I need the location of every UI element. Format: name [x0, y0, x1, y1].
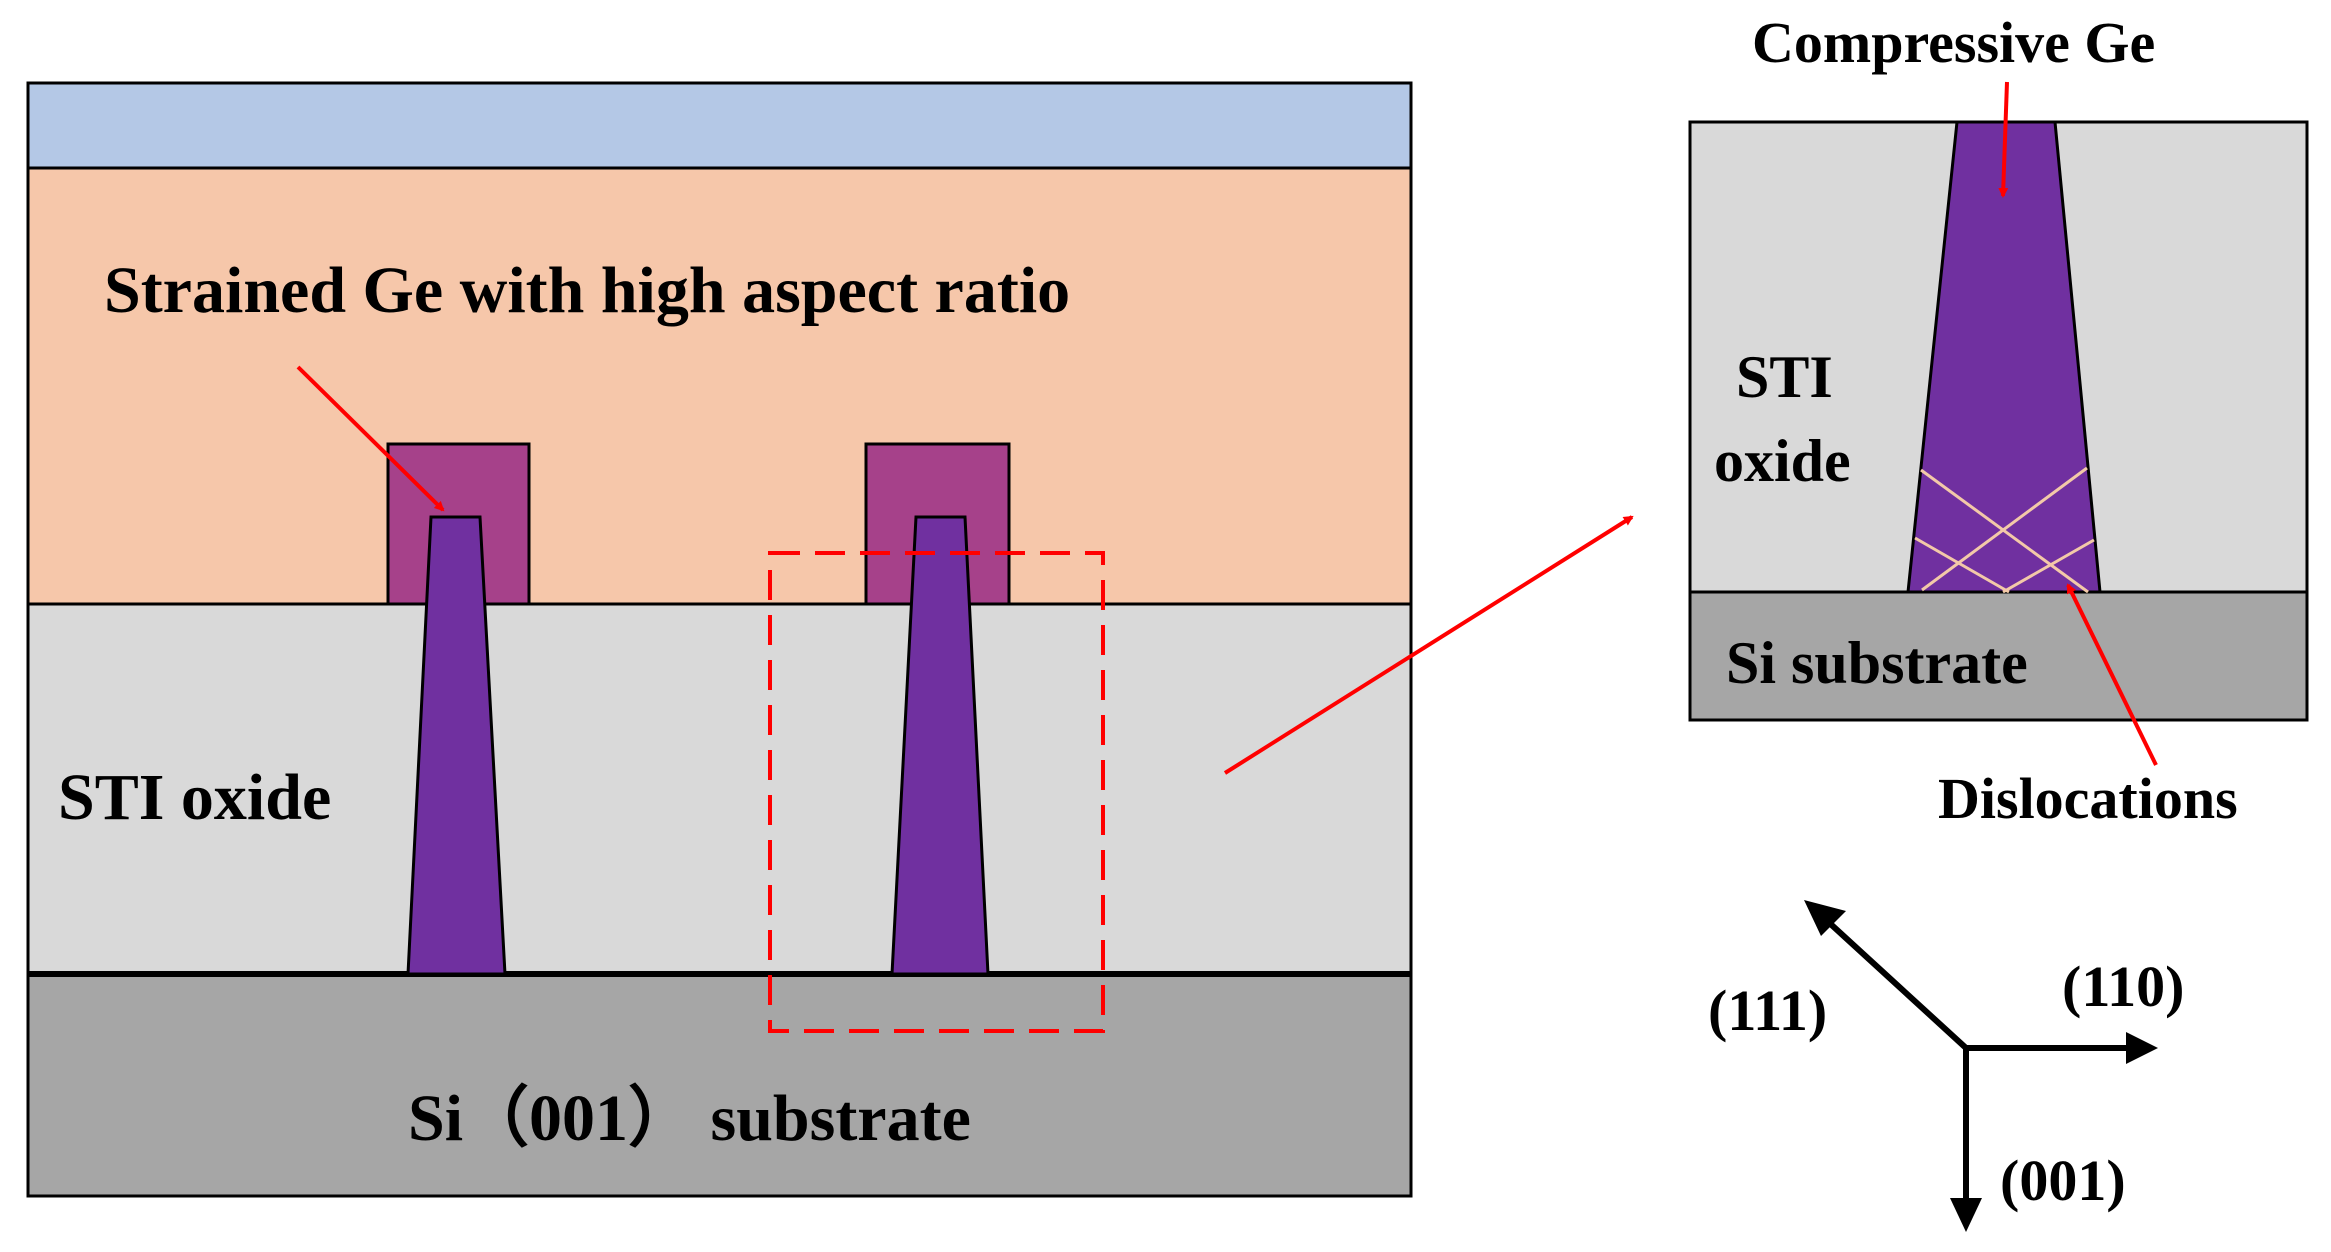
axis-001-head: [1950, 1198, 1982, 1232]
si-substrate-label: Si（001） substrate: [408, 1081, 971, 1155]
upper-layer: [26, 166, 1413, 606]
cap-layer: [26, 81, 1413, 170]
crystal-axes: [1804, 900, 2158, 1232]
axis-111-line: [1821, 915, 1969, 1051]
compressive-ge-arrow: [1998, 81, 2009, 198]
compressive-ge-label: Compressive Ge: [1752, 10, 2155, 75]
axis-111-head: [1804, 900, 1846, 936]
axis-110-head: [2126, 1032, 2158, 1064]
sti-oxide-label: STI oxide: [58, 761, 331, 834]
inset-si-substrate: [1688, 590, 2309, 722]
sti-oxide-layer: [26, 602, 1413, 976]
dislocation-lines: [1914, 466, 2095, 594]
axis-110-label: (110): [2062, 954, 2184, 1019]
dislocations-label: Dislocations: [1938, 766, 2238, 831]
axis-111-label: (111): [1708, 978, 1827, 1043]
strained-ge-arrow: [296, 365, 445, 512]
inset-detail: Compressive Ge STI oxide Si substrate Di…: [1688, 10, 2309, 831]
dislocations-arrow: [2066, 583, 2158, 766]
inset-ge-fin: [1906, 120, 2102, 594]
inset-oxide-label: oxide: [1714, 428, 1851, 494]
main-cross-section: Strained Ge with high aspect ratio STI o…: [26, 81, 1413, 1198]
inset-sti-label: STI: [1736, 344, 1833, 410]
si-substrate-layer: [26, 972, 1413, 1198]
ge-fin-left: [406, 515, 507, 976]
inset-si-substrate-label: Si substrate: [1726, 630, 2028, 696]
axis-001-label: (001): [2000, 1148, 2126, 1213]
zoom-arrow: [1223, 515, 1634, 775]
strained-ge-label: Strained Ge with high aspect ratio: [104, 254, 1070, 327]
ge-fin-right: [890, 515, 990, 976]
